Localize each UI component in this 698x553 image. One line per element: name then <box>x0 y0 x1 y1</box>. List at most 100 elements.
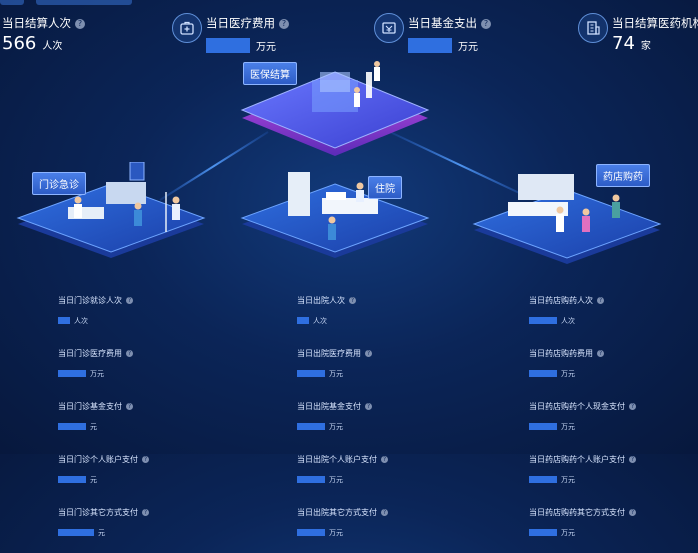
metric-label: 当日药店购药个人账户支付 <box>529 455 625 464</box>
metric-bar <box>297 423 325 430</box>
metric-unit: 万元 <box>561 475 575 484</box>
metric-unit: 万元 <box>329 422 343 431</box>
outpatient-platform[interactable] <box>16 161 206 262</box>
pharmacy-platform[interactable] <box>472 168 662 268</box>
metric-item: 当日门诊其它方式支付? 元 <box>58 500 149 541</box>
stat-value-bar <box>206 38 250 53</box>
help-icon[interactable]: ? <box>629 403 636 410</box>
metric-unit: 万元 <box>329 528 343 537</box>
metric-label: 当日出院基金支付 <box>297 402 361 411</box>
metric-label: 当日门诊个人账户支付 <box>58 455 138 464</box>
help-icon[interactable]: ? <box>381 456 388 463</box>
help-icon[interactable]: ? <box>481 19 491 29</box>
settlement-platform[interactable] <box>240 58 430 158</box>
metric-unit: 元 <box>90 475 97 484</box>
metric-unit: 万元 <box>329 475 343 484</box>
metric-item: 当日门诊就诊人次? 人次 <box>58 288 149 329</box>
inpatient-platform[interactable] <box>240 162 430 262</box>
stat-fund-expense: 当日基金支出? 万元 <box>374 12 491 54</box>
metric-label: 当日门诊其它方式支付 <box>58 508 138 517</box>
help-icon[interactable]: ? <box>75 19 85 29</box>
metric-label: 当日门诊基金支付 <box>58 402 122 411</box>
outpatient-metrics: 当日门诊就诊人次? 人次 当日门诊医疗费用? 万元 当日门诊基金支付? 元 当日… <box>58 288 149 553</box>
metric-label: 当日出院个人账户支付 <box>297 455 377 464</box>
help-icon[interactable]: ? <box>365 403 372 410</box>
stat-label: 当日医疗费用 <box>206 16 275 30</box>
metric-bar <box>297 370 325 377</box>
stat-unit: 人次 <box>42 41 63 52</box>
metric-item: 当日药店购药个人账户支付? 万元 <box>529 447 636 488</box>
stat-label: 当日基金支出 <box>408 16 477 30</box>
metric-item: 当日出院其它方式支付? 万元 <box>297 500 388 541</box>
stat-value-bar <box>408 38 452 53</box>
help-icon[interactable]: ? <box>126 350 133 357</box>
help-icon[interactable]: ? <box>126 297 133 304</box>
metric-label: 当日药店购药其它方式支付 <box>529 508 625 517</box>
top-tab-2[interactable] <box>36 0 132 5</box>
metric-bar <box>529 476 557 483</box>
stat-medical-cost: 当日医疗费用? 万元 <box>172 12 289 54</box>
metric-bar <box>297 529 325 536</box>
metric-bar <box>58 370 86 377</box>
metric-label: 当日门诊医疗费用 <box>58 349 122 358</box>
help-icon[interactable]: ? <box>597 350 604 357</box>
metric-label: 当日出院其它方式支付 <box>297 508 377 517</box>
help-icon[interactable]: ? <box>279 19 289 29</box>
metric-item: 当日药店购药其它方式支付? 万元 <box>529 500 636 541</box>
metric-item: 当日出院医疗费用? 万元 <box>297 341 388 382</box>
metric-label: 当日出院医疗费用 <box>297 349 361 358</box>
funds-icon <box>374 13 404 43</box>
stat-unit: 万元 <box>458 42 478 53</box>
metric-item: 当日药店购药人次? 人次 <box>529 288 636 329</box>
metric-unit: 人次 <box>313 316 327 325</box>
metric-bar <box>529 529 557 536</box>
metric-bar <box>529 317 557 324</box>
stat-value: 566 <box>2 33 37 54</box>
tag-inpatient: 住院 <box>368 176 402 199</box>
help-icon[interactable]: ? <box>629 509 636 516</box>
metric-item: 当日出院基金支付? 万元 <box>297 394 388 435</box>
metric-bar <box>58 529 94 536</box>
metric-unit: 万元 <box>90 369 104 378</box>
metric-bar <box>58 423 86 430</box>
building-icon <box>578 13 608 43</box>
metric-item: 当日药店购药费用? 万元 <box>529 341 636 382</box>
help-icon[interactable]: ? <box>365 350 372 357</box>
help-icon[interactable]: ? <box>629 456 636 463</box>
metric-unit: 万元 <box>329 369 343 378</box>
metric-item: 当日门诊医疗费用? 万元 <box>58 341 149 382</box>
metric-unit: 元 <box>98 528 105 537</box>
metric-item: 当日门诊基金支付? 元 <box>58 394 149 435</box>
medical-bag-icon <box>172 13 202 43</box>
help-icon[interactable]: ? <box>597 297 604 304</box>
metric-item: 当日药店购药个人现金支付? 万元 <box>529 394 636 435</box>
metric-label: 当日出院人次 <box>297 296 345 305</box>
stat-value: 74 <box>612 33 635 54</box>
stat-label: 当日结算医药机构 <box>612 16 698 30</box>
metric-bar <box>58 317 70 324</box>
tag-outpatient: 门诊急诊 <box>32 172 86 195</box>
help-icon[interactable]: ? <box>126 403 133 410</box>
metric-label: 当日药店购药人次 <box>529 296 593 305</box>
stat-label: 当日结算人次 <box>2 16 71 30</box>
metric-unit: 万元 <box>561 369 575 378</box>
tag-settlement: 医保结算 <box>243 62 297 85</box>
metric-unit: 人次 <box>561 316 575 325</box>
top-tab-1[interactable] <box>0 0 24 5</box>
help-icon[interactable]: ? <box>381 509 388 516</box>
help-icon[interactable]: ? <box>142 456 149 463</box>
metric-bar <box>297 476 325 483</box>
metric-label: 当日药店购药费用 <box>529 349 593 358</box>
metric-unit: 元 <box>90 422 97 431</box>
metric-label: 当日药店购药个人现金支付 <box>529 402 625 411</box>
metric-unit: 万元 <box>561 528 575 537</box>
metric-item: 当日出院个人账户支付? 万元 <box>297 447 388 488</box>
metric-item: 当日出院人次? 人次 <box>297 288 388 329</box>
stat-settlement-count: 当日结算人次? 566 人次 <box>2 12 85 54</box>
metric-unit: 万元 <box>561 422 575 431</box>
help-icon[interactable]: ? <box>349 297 356 304</box>
metric-item: 当日门诊个人账户支付? 元 <box>58 447 149 488</box>
help-icon[interactable]: ? <box>142 509 149 516</box>
metric-unit: 人次 <box>74 316 88 325</box>
